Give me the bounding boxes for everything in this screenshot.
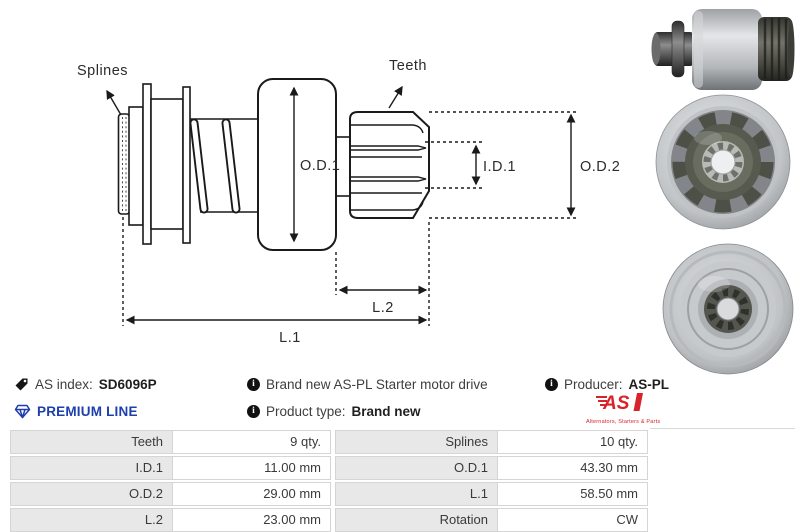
flange-washer <box>142 83 152 245</box>
logo-text: AS <box>602 393 630 414</box>
product-photo-side-view[interactable] <box>646 2 798 94</box>
od2-dim-label: O.D.2 <box>580 159 620 175</box>
product-type-value: Brand new <box>351 403 421 419</box>
l2-dim-label: L.2 <box>372 300 394 316</box>
spec-label-teeth: Teeth <box>10 430 173 454</box>
brand-tagline: Alternators, Starters & Parts <box>586 419 661 425</box>
product-photo-front-view[interactable] <box>650 92 796 232</box>
producer-label: Producer: <box>564 376 623 392</box>
spec-value-od1: 43.30 mm <box>498 456 648 480</box>
gear-teeth-lines <box>351 124 427 211</box>
drive-outline <box>117 83 258 245</box>
teeth-callout-label: Teeth <box>389 58 427 74</box>
divider <box>650 428 795 429</box>
spec-label-l2: L.2 <box>10 508 173 532</box>
splined-end <box>117 113 131 215</box>
premium-line-label: PREMIUM LINE <box>37 403 138 419</box>
as-index-label: AS index: <box>35 376 93 392</box>
flange-washer-2 <box>182 86 191 244</box>
table-row: L.2 23.00 mm <box>10 508 331 532</box>
hub <box>150 98 184 230</box>
spec-label-splines: Splines <box>335 430 498 454</box>
description-text: Brand new AS-PL Starter motor drive <box>266 376 488 392</box>
table-row: O.D.1 43.30 mm <box>335 456 648 480</box>
table-row: L.1 58.50 mm <box>335 482 648 506</box>
diamond-icon <box>14 404 31 418</box>
asp-logo-icon: AS <box>596 393 643 414</box>
spec-table-right: Splines 10 qty. O.D.1 43.30 mm L.1 58.50… <box>335 430 648 532</box>
table-row: O.D.2 29.00 mm <box>10 482 331 506</box>
info-icon: i <box>247 377 260 391</box>
pinion-gear <box>349 111 430 219</box>
spec-label-od2: O.D.2 <box>10 482 173 506</box>
table-row: Splines 10 qty. <box>335 430 648 454</box>
spec-label-l1: L.1 <box>335 482 498 506</box>
extension-lines <box>122 111 577 326</box>
product-type-row: i Product type: Brand new <box>247 402 421 420</box>
product-photo-rear-view[interactable] <box>654 242 800 378</box>
spec-value-splines: 10 qty. <box>498 430 648 454</box>
spec-label-rotation: Rotation <box>335 508 498 532</box>
brand-logo: AS Alternators, Starters & Parts <box>586 392 661 425</box>
product-type-label: Product type: <box>266 403 346 419</box>
spec-value-od2: 29.00 mm <box>173 482 331 506</box>
spline-bore-ring <box>707 288 749 330</box>
tag-icon <box>15 378 28 390</box>
l1-dim-label: L.1 <box>279 330 301 346</box>
table-row: Teeth 9 qty. <box>10 430 331 454</box>
info-icon: i <box>545 377 558 391</box>
spec-value-rotation: CW <box>498 508 648 532</box>
producer-row: i Producer: AS-PL <box>545 375 669 393</box>
spec-label-od1: O.D.1 <box>335 456 498 480</box>
spec-value-teeth: 9 qty. <box>173 430 331 454</box>
as-index-row: AS index: SD6096P <box>14 375 157 393</box>
spec-label-id1: I.D.1 <box>10 456 173 480</box>
splines-callout-label: Splines <box>77 63 128 79</box>
gear-teeth-ring <box>672 111 774 213</box>
table-row: Rotation CW <box>335 508 648 532</box>
description-row: i Brand new AS-PL Starter motor drive <box>247 375 488 393</box>
info-icon: i <box>247 404 260 418</box>
collar <box>128 106 144 226</box>
spring-coils <box>189 118 241 214</box>
spec-table-left: Teeth 9 qty. I.D.1 11.00 mm O.D.2 29.00 … <box>10 430 331 532</box>
producer-value: AS-PL <box>628 376 670 392</box>
premium-line-row: PREMIUM LINE <box>14 402 138 420</box>
table-row: I.D.1 11.00 mm <box>10 456 331 480</box>
spec-value-l2: 23.00 mm <box>173 508 331 532</box>
od1-dim-label: O.D.1 <box>300 158 340 174</box>
id1-dim-label: I.D.1 <box>483 159 516 175</box>
spec-value-l1: 58.50 mm <box>498 482 648 506</box>
spec-value-id1: 11.00 mm <box>173 456 331 480</box>
technical-diagram: Splines Teeth O.D.1 I.D.1 O.D.2 L.2 L.1 <box>77 58 620 346</box>
as-index-value: SD6096P <box>98 376 157 392</box>
